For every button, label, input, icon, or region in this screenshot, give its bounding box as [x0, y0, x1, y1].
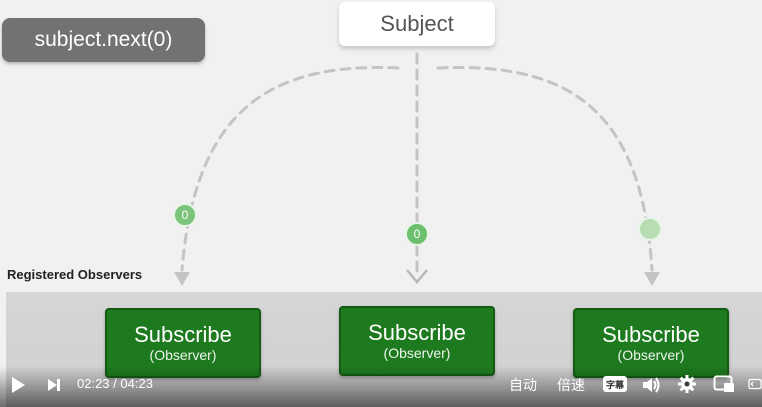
observer-title: Subscribe	[368, 319, 466, 345]
current-time: 02:23	[77, 376, 110, 391]
auto-quality-button[interactable]: 自动	[509, 377, 537, 393]
observer-title: Subscribe	[134, 321, 232, 347]
time-display: 02:23 / 04:23	[77, 376, 153, 391]
observer-title: Subscribe	[602, 321, 700, 347]
play-icon[interactable]	[8, 375, 28, 395]
left-arrow-head	[174, 272, 190, 286]
next-icon[interactable]	[45, 376, 63, 394]
player-control-bar: 02:23 / 04:23 自动 倍速 字幕	[0, 366, 762, 407]
fullscreen-icon[interactable]	[748, 375, 762, 393]
playback-speed-button[interactable]: 倍速	[557, 377, 585, 393]
right-arrow-path	[436, 66, 654, 272]
badge-value: 0	[413, 227, 421, 241]
subtitles-button[interactable]: 字幕	[603, 376, 627, 392]
observer-subtitle: (Observer)	[149, 346, 217, 363]
duration: 04:23	[120, 376, 153, 391]
observer-subtitle: (Observer)	[383, 344, 451, 361]
code-label: subject.next(0)	[2, 18, 205, 62]
value-badge-center: 0	[405, 222, 429, 246]
value-badge-right	[638, 217, 662, 241]
subject-box: Subject	[339, 2, 495, 46]
observer-subtitle: (Observer)	[617, 346, 685, 363]
center-arrow-head	[406, 269, 428, 284]
badge-value: 0	[181, 208, 189, 222]
picture-in-picture-icon[interactable]	[713, 375, 735, 393]
left-arrow-path	[180, 66, 400, 272]
registered-observers-label: Registered Observers	[7, 267, 143, 282]
time-separator: /	[113, 376, 117, 391]
right-arrow-head	[644, 272, 660, 286]
value-badge-left: 0	[173, 203, 197, 227]
settings-icon[interactable]	[677, 374, 697, 394]
volume-icon[interactable]	[641, 375, 661, 395]
